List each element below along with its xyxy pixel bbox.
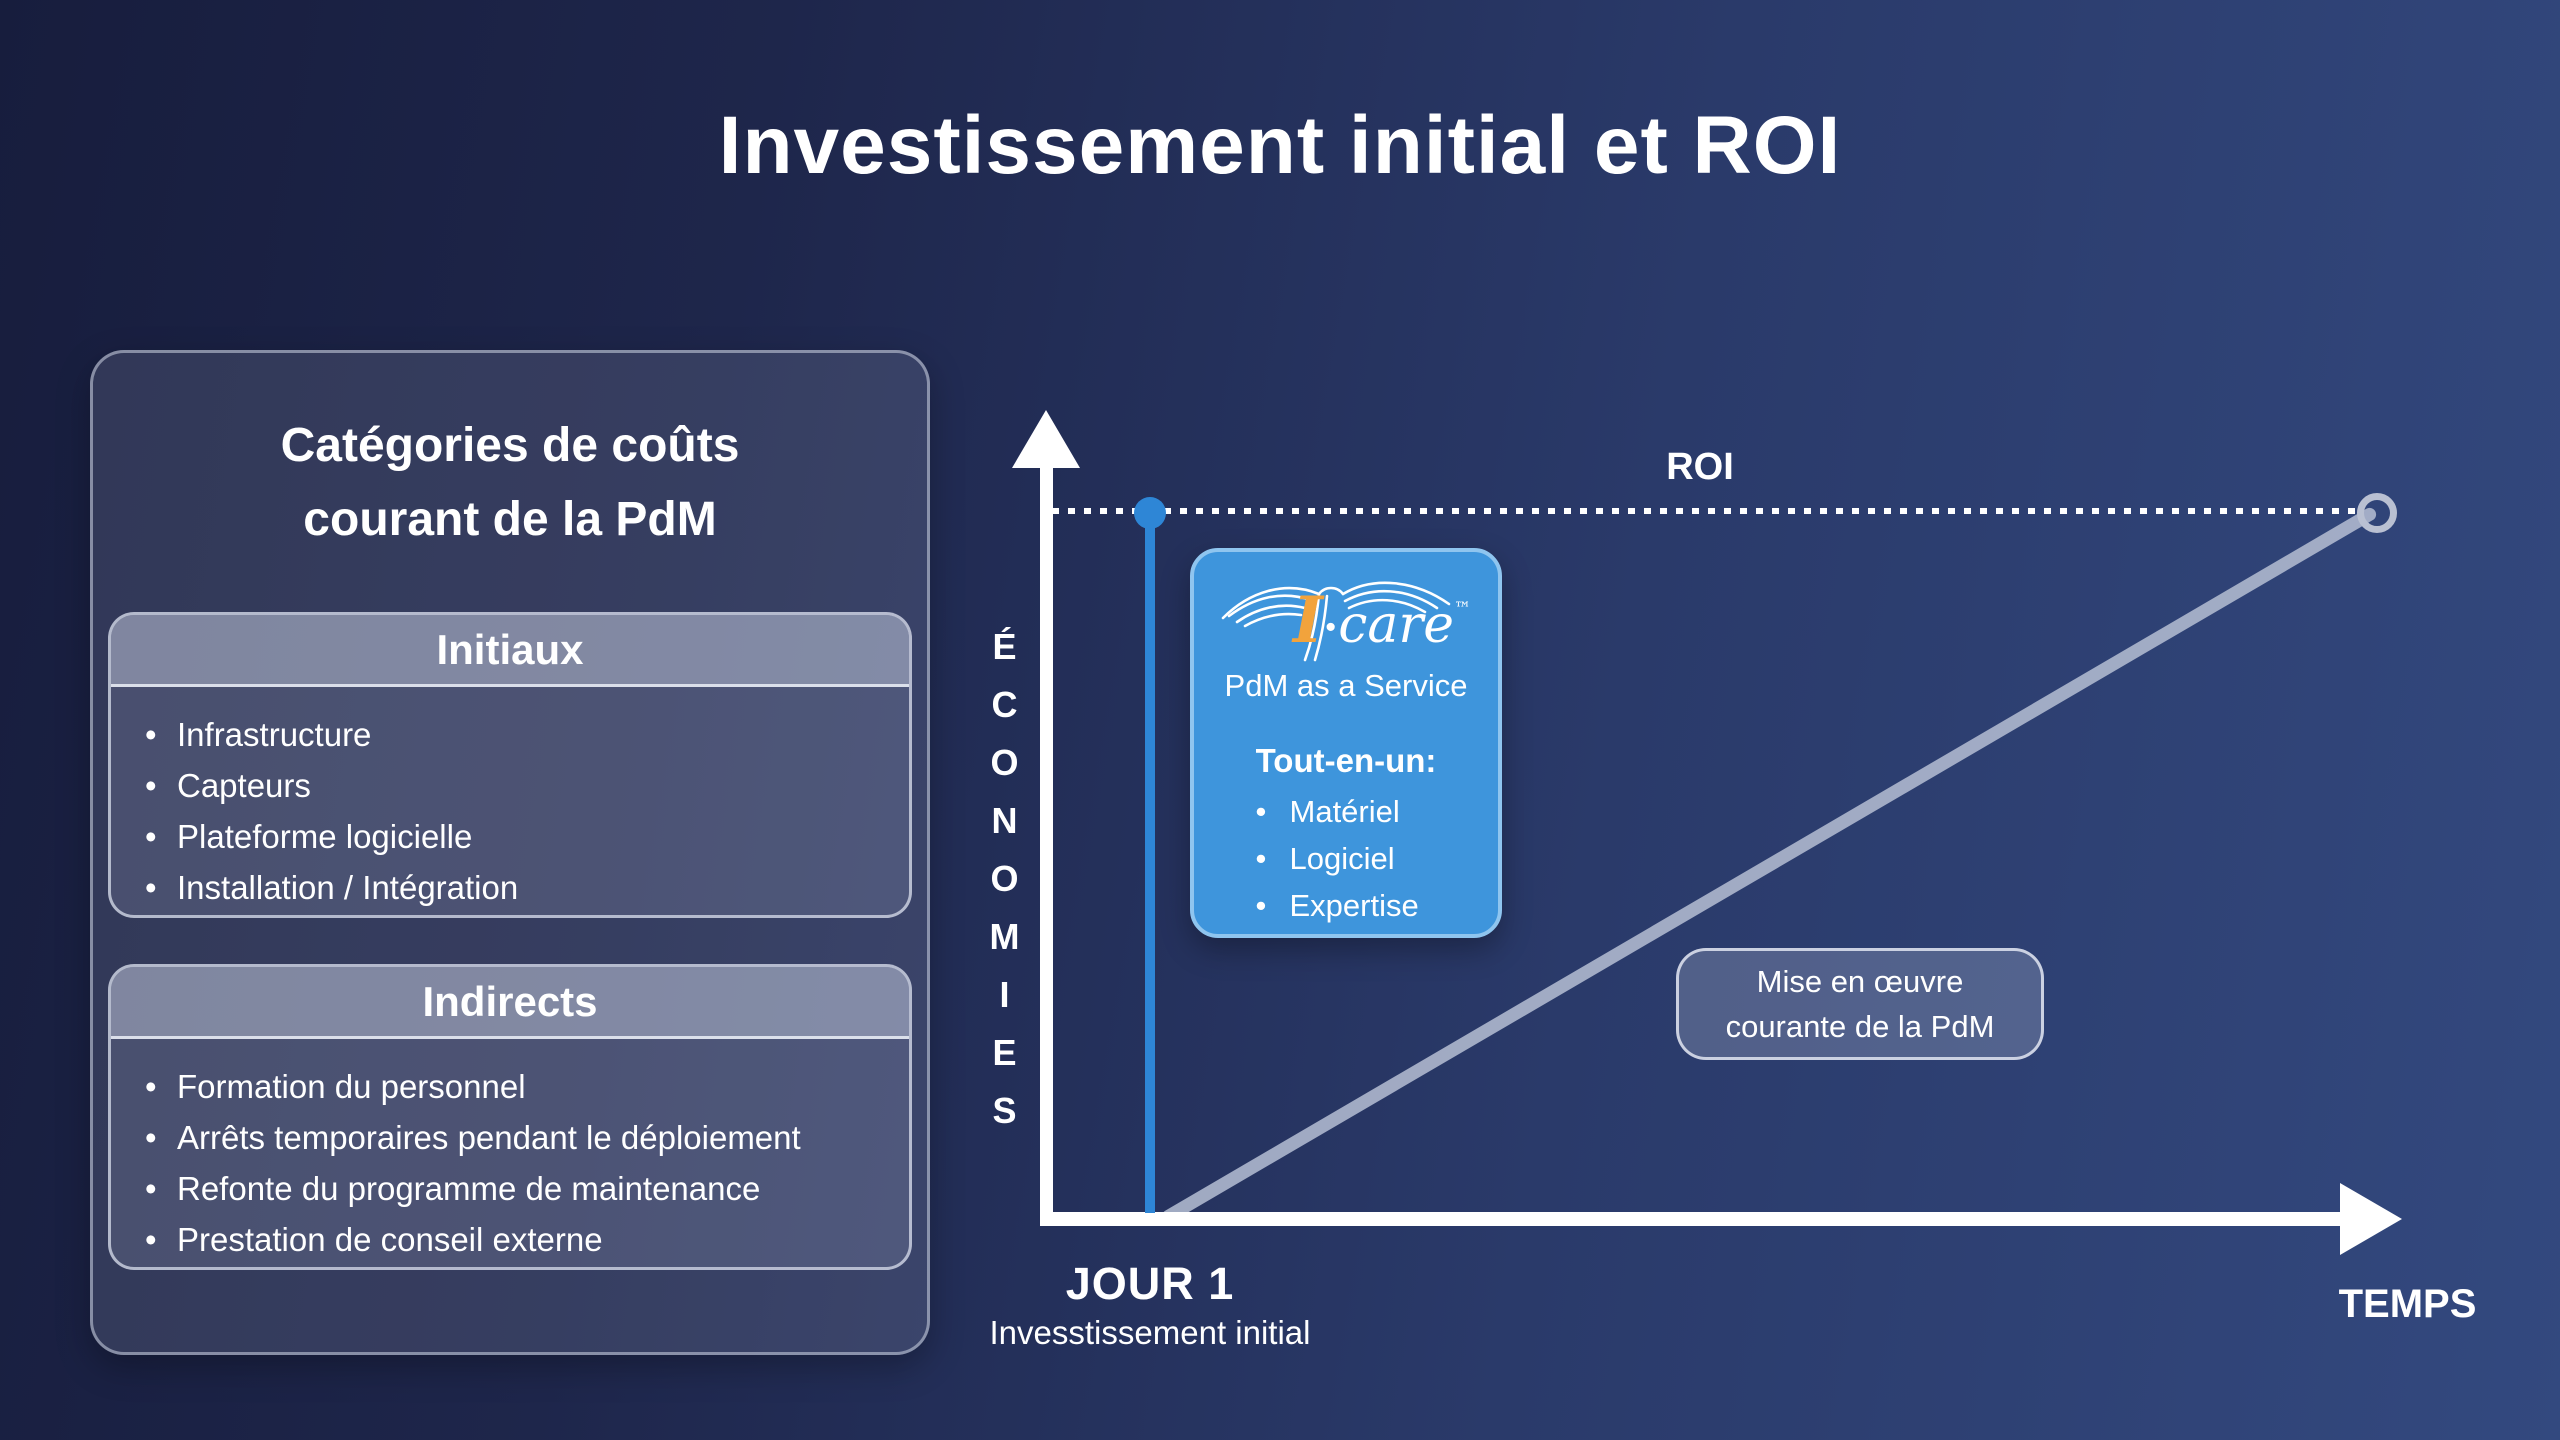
list-item: Formation du personnel bbox=[141, 1061, 909, 1112]
section-initiaux: Initiaux Infrastructure Capteurs Platefo… bbox=[108, 612, 912, 918]
list-item: Arrêts temporaires pendant le déploiemen… bbox=[141, 1112, 909, 1163]
note-line2: courante de la PdM bbox=[1725, 1009, 1995, 1044]
section-initiaux-header: Initiaux bbox=[111, 615, 909, 687]
day1-sublabel: Invesstissement initial bbox=[989, 1314, 1311, 1351]
section-indirects-header: Indirects bbox=[111, 967, 909, 1039]
cost-panel-title-line2: courant de la PdM bbox=[303, 493, 717, 546]
trademark-symbol: ™ bbox=[1454, 599, 1472, 619]
service-list: Matériel Logiciel Expertise bbox=[1254, 788, 1439, 929]
icare-bird-icon bbox=[1221, 581, 1451, 662]
initiaux-list: Infrastructure Capteurs Plateforme logic… bbox=[111, 709, 909, 913]
x-axis-label: TEMPS bbox=[2338, 1282, 2477, 1326]
list-item: Matériel bbox=[1254, 788, 1439, 835]
section-indirects: Indirects Formation du personnel Arrêts … bbox=[108, 964, 912, 1270]
y-axis-label: ÉCONOMIES bbox=[984, 626, 1025, 1148]
y-axis-arrowhead-icon bbox=[1012, 410, 1080, 468]
icare-service-box: I·care™ PdM as a Service Tout-en-un: Mat… bbox=[1190, 548, 1502, 938]
day1-label: JOUR 1 bbox=[1065, 1258, 1235, 1309]
list-item: Logiciel bbox=[1254, 835, 1439, 882]
x-axis-arrowhead-icon bbox=[2340, 1183, 2402, 1255]
list-item: Infrastructure bbox=[141, 709, 909, 760]
brand-separator-dot: · bbox=[1322, 602, 1339, 653]
service-subtitle: PdM as a Service bbox=[1224, 668, 1468, 703]
list-item: Installation / Intégration bbox=[141, 862, 909, 913]
list-item: Refonte du programme de maintenance bbox=[141, 1163, 909, 1214]
initial-investment-dot bbox=[1134, 497, 1166, 529]
x-axis-line bbox=[1040, 1212, 2342, 1226]
cost-panel-title-line1: Catégories de coûts bbox=[280, 419, 740, 472]
cost-categories-panel: Catégories de coûts courant de la PdM In… bbox=[90, 350, 930, 1355]
page-title: Investissement initial et ROI bbox=[718, 99, 1842, 191]
pdm-note-box: Mise en œuvre courante de la PdM bbox=[1676, 948, 2044, 1060]
service-list-title: Tout-en-un: bbox=[1255, 742, 1437, 779]
note-line1: Mise en œuvre bbox=[1756, 964, 1964, 999]
indirects-list: Formation du personnel Arrêts temporaire… bbox=[111, 1061, 909, 1265]
brand-care-text: care bbox=[1338, 595, 1455, 655]
brand-letter-i: I bbox=[1293, 583, 1323, 658]
roi-dotted-line bbox=[1052, 508, 2357, 514]
list-item: Expertise bbox=[1254, 882, 1439, 929]
icare-brand-text: I·care™ bbox=[1293, 583, 1471, 658]
icare-logo: I·care™ bbox=[1215, 568, 1477, 664]
y-axis-line bbox=[1040, 462, 1053, 1226]
initial-investment-line bbox=[1145, 513, 1155, 1213]
list-item: Plateforme logicielle bbox=[141, 811, 909, 862]
cost-panel-title: Catégories de coûts courant de la PdM bbox=[93, 409, 927, 557]
list-item: Capteurs bbox=[141, 760, 909, 811]
list-item: Prestation de conseil externe bbox=[141, 1214, 909, 1265]
roi-endpoint-ring bbox=[2357, 493, 2397, 533]
roi-label: ROI bbox=[1666, 446, 1734, 488]
